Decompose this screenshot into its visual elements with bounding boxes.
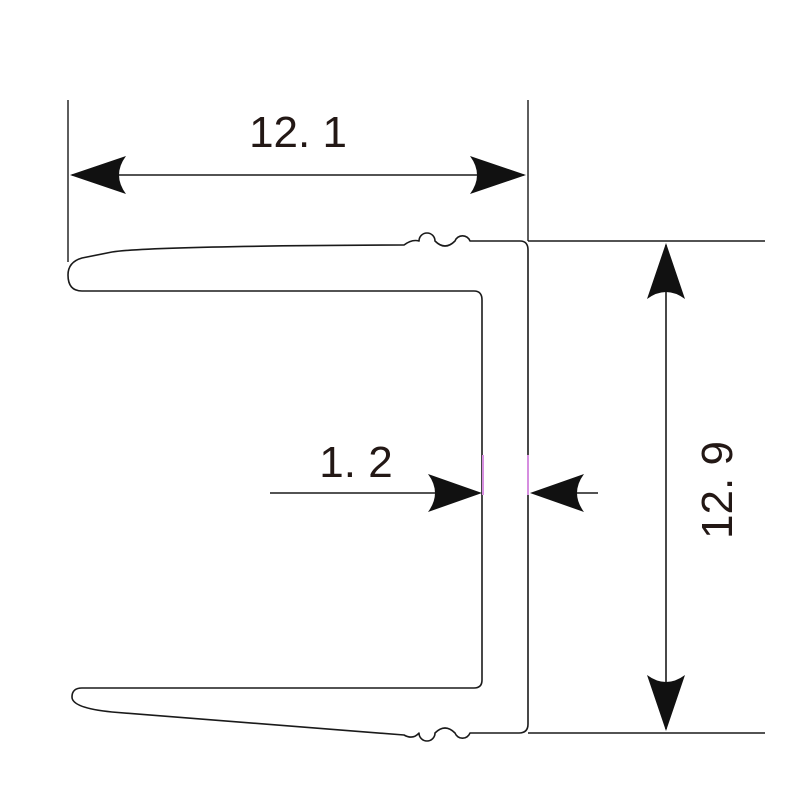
- width-arrow-left: [70, 156, 126, 194]
- channel-profile: [67, 232, 529, 742]
- width-arrow-right: [470, 156, 526, 194]
- thickness-arrow-left: [428, 474, 482, 512]
- thickness-arrow-right: [530, 474, 584, 512]
- profile-outer-contour: [67, 232, 529, 742]
- thickness-label: 1. 2: [319, 438, 392, 487]
- height-dimension: 12. 9: [528, 240, 765, 734]
- thickness-dimension: 1. 2: [270, 438, 598, 512]
- width-dimension: 12. 1: [67, 100, 529, 262]
- width-label: 12. 1: [249, 108, 347, 157]
- height-arrow-bottom: [647, 675, 685, 731]
- height-label: 12. 9: [693, 441, 742, 539]
- height-arrow-top: [647, 243, 685, 299]
